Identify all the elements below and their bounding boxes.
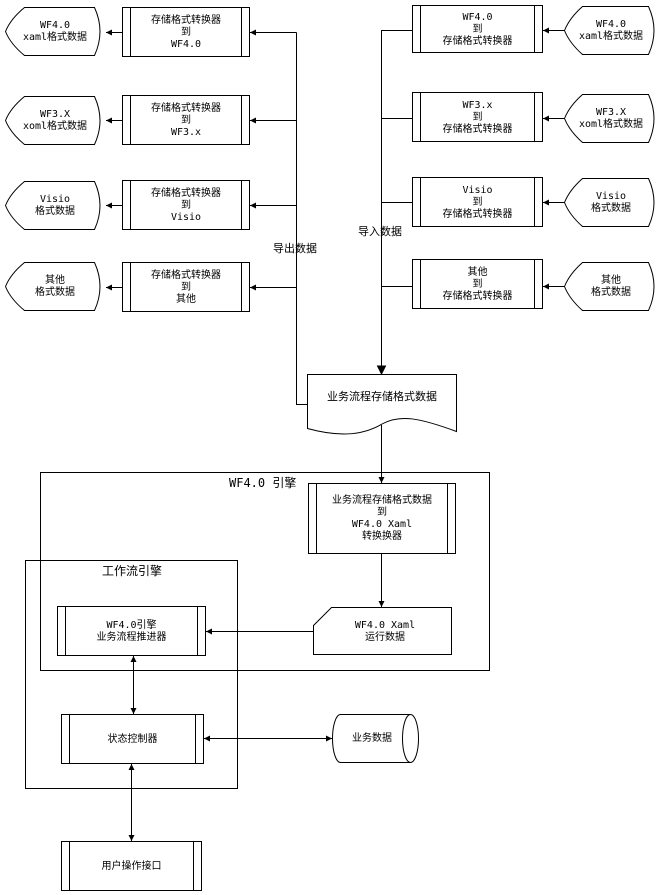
engine-container (40, 472, 490, 671)
import-input-other: 其他格式数据 (591, 275, 631, 298)
runtime-data-shape (313, 607, 452, 655)
storage-document: 业务流程存储格式数据 (327, 390, 437, 403)
export-converter-wf3x-box (122, 95, 250, 145)
engine-converter-box (308, 483, 456, 554)
import-converter-other: 其他到存储格式转换器 (442, 266, 513, 302)
import-input-visio-shape (563, 178, 655, 227)
export-converter-other: 存储格式转换器到其他 (151, 269, 221, 305)
import-input-wf40-shape (563, 6, 655, 55)
advancer-box (57, 606, 206, 656)
storage-document-shape (307, 374, 457, 435)
user-interface-box (61, 841, 202, 891)
engine-title: WF4.0 引擎 (229, 476, 297, 490)
export-output-other: 其他格式数据 (35, 275, 75, 298)
export-converter-visio-box (122, 180, 250, 230)
export-output-visio-shape (4, 181, 101, 230)
business-data: 业务数据 (352, 733, 392, 744)
import-input-other-shape (563, 262, 655, 311)
state-controller: 状态控制器 (107, 733, 158, 745)
import-data-label: 导入数据 (358, 225, 402, 238)
business-data-cylinder (332, 714, 419, 763)
import-converter-visio-box (412, 177, 543, 227)
state-controller-box (61, 714, 204, 764)
export-converter-wf40-box (122, 7, 250, 57)
import-input-wf3x-shape (563, 94, 655, 143)
export-output-other-shape (4, 262, 101, 311)
import-converter-wf3x-box (412, 92, 543, 142)
user-interface: 用户操作接口 (101, 860, 162, 872)
import-trunk (381, 30, 413, 374)
export-output-wf40-shape (4, 7, 101, 56)
advancer: WF4.0引擎业务流程推进器 (96, 619, 167, 643)
export-converter-other-box (122, 262, 250, 312)
workflow-engine-title: 工作流引擎 (102, 564, 163, 578)
import-converter-wf40-box (412, 5, 543, 53)
export-data-label: 导出数据 (273, 242, 317, 255)
import-converter-other-box (412, 259, 543, 309)
export-trunk (296, 32, 308, 405)
export-output-wf3x-shape (4, 96, 101, 145)
